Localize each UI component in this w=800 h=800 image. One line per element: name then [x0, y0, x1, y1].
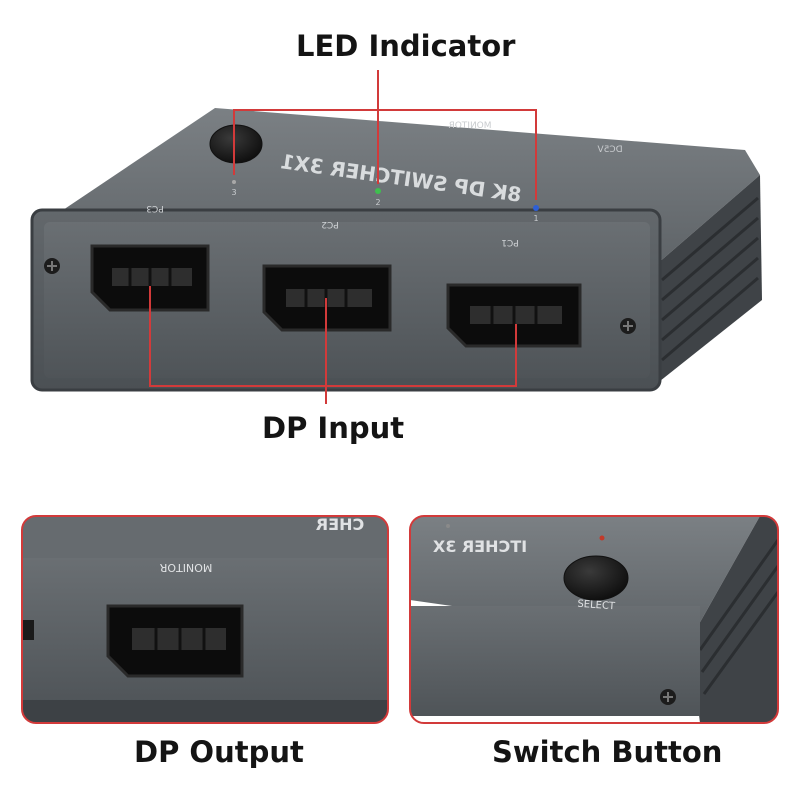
callout-lines — [149, 70, 537, 404]
dp-output-label: DP Output — [134, 735, 304, 769]
detail-select-label: SELECT — [577, 599, 616, 613]
dp-output-port[interactable] — [106, 604, 244, 678]
led-indicator-pc1 — [533, 205, 539, 211]
dp-port-pc1[interactable] — [446, 283, 582, 348]
select-button[interactable] — [209, 124, 263, 164]
screw-left — [44, 258, 60, 274]
led-indicator-pc3 — [232, 180, 236, 184]
led-indicator-label: LED Indicator — [296, 29, 516, 63]
led-number-2: 2 — [375, 198, 380, 207]
detail-monitor-label: MONITOR — [159, 561, 212, 574]
led-indicator-pc2 — [375, 188, 381, 194]
port-label-pc3: PC3 — [146, 203, 163, 213]
monitor-label-top: MONITOR — [448, 121, 491, 131]
detail-output-model-text: CHER — [316, 515, 364, 534]
detail-led-a — [446, 524, 450, 528]
dc-power-jack — [22, 620, 34, 640]
screw-right — [620, 318, 636, 334]
detail-panel-output: CHER MONITOR — [21, 515, 389, 724]
led-number-1: 1 — [533, 214, 538, 223]
detail-switch-model-text: ITCHER 3X — [432, 537, 527, 556]
port-label-pc2: PC2 — [321, 219, 338, 229]
detail-screw — [660, 689, 676, 705]
led-number-3: 3 — [231, 188, 236, 197]
dc5v-label: DC5V — [597, 145, 623, 155]
dp-port-pc3[interactable] — [90, 244, 210, 312]
switch-button-label: Switch Button — [492, 735, 723, 769]
dp-input-label: DP Input — [262, 411, 405, 445]
led-callout-line — [233, 109, 537, 200]
dp-input-callout-line — [149, 286, 517, 387]
device-side-fins — [650, 175, 762, 385]
side-fin-lines — [661, 196, 759, 362]
detail-select-button[interactable] — [563, 555, 629, 601]
detail-led-b — [599, 535, 605, 541]
port-label-pc1: PC1 — [501, 237, 518, 247]
detail-panel-switch: ITCHER 3X SELECT — [409, 515, 779, 724]
switcher-device: 8K DP SWITCHER 3X1 MONITOR DC5V 3 2 1 PC… — [30, 108, 762, 392]
